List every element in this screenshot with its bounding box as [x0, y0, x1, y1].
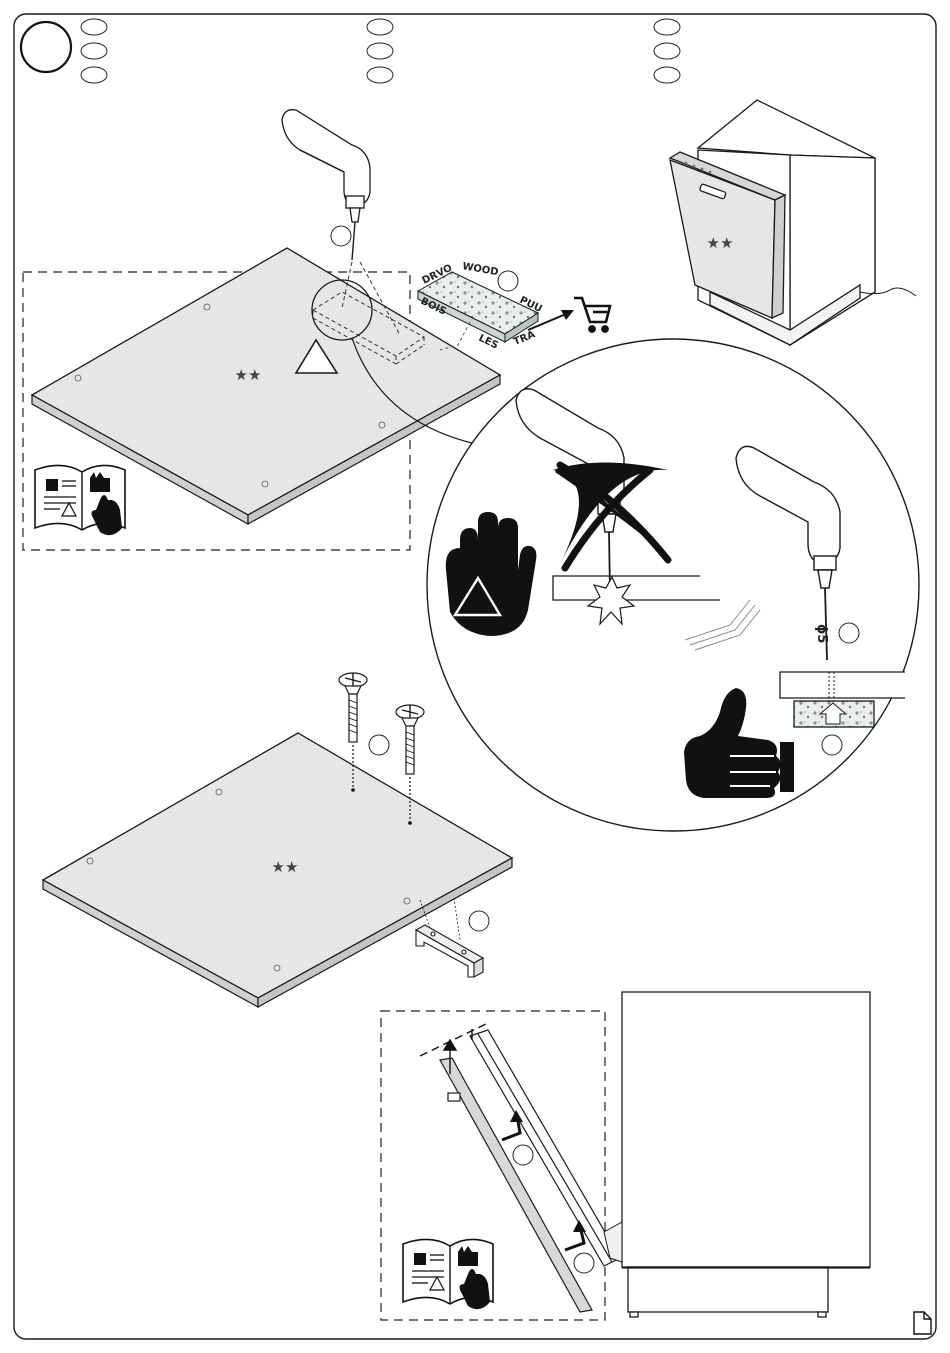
shopping-cart-icon — [574, 298, 610, 332]
dishwasher-illustration — [670, 100, 916, 345]
callout-circle-bracket — [469, 911, 489, 931]
screw-hole-dot-right — [408, 821, 412, 825]
language-ovals-col2 — [367, 19, 393, 83]
callout-circle-mount-lower — [574, 1253, 594, 1273]
language-ovals-col3 — [654, 19, 680, 83]
callout-circle-material — [498, 271, 518, 291]
callout-circle-drill — [331, 226, 351, 246]
step-header — [21, 19, 680, 83]
drill-icon-top — [282, 110, 370, 260]
callout-circle-screws — [369, 735, 389, 755]
panel-mark-screw: ★★ — [272, 858, 299, 876]
appliance-front-view — [604, 992, 870, 1317]
dishwasher-mark: ★★ — [707, 234, 734, 252]
drill-size-label: ϕ5 — [814, 624, 829, 643]
panel-mark-top: ★★ — [235, 366, 262, 384]
instruction-manual-icon-bottom — [403, 1239, 493, 1309]
language-ovals-col1 — [81, 19, 107, 83]
material-word-2: WOOD — [461, 261, 499, 278]
page-corner-icon — [914, 1312, 931, 1334]
callout-circle-mount-upper — [513, 1145, 533, 1165]
instruction-manual-icon-top — [35, 465, 125, 535]
step-number-circle — [21, 22, 71, 72]
screw-hole-dot-left — [351, 788, 355, 792]
